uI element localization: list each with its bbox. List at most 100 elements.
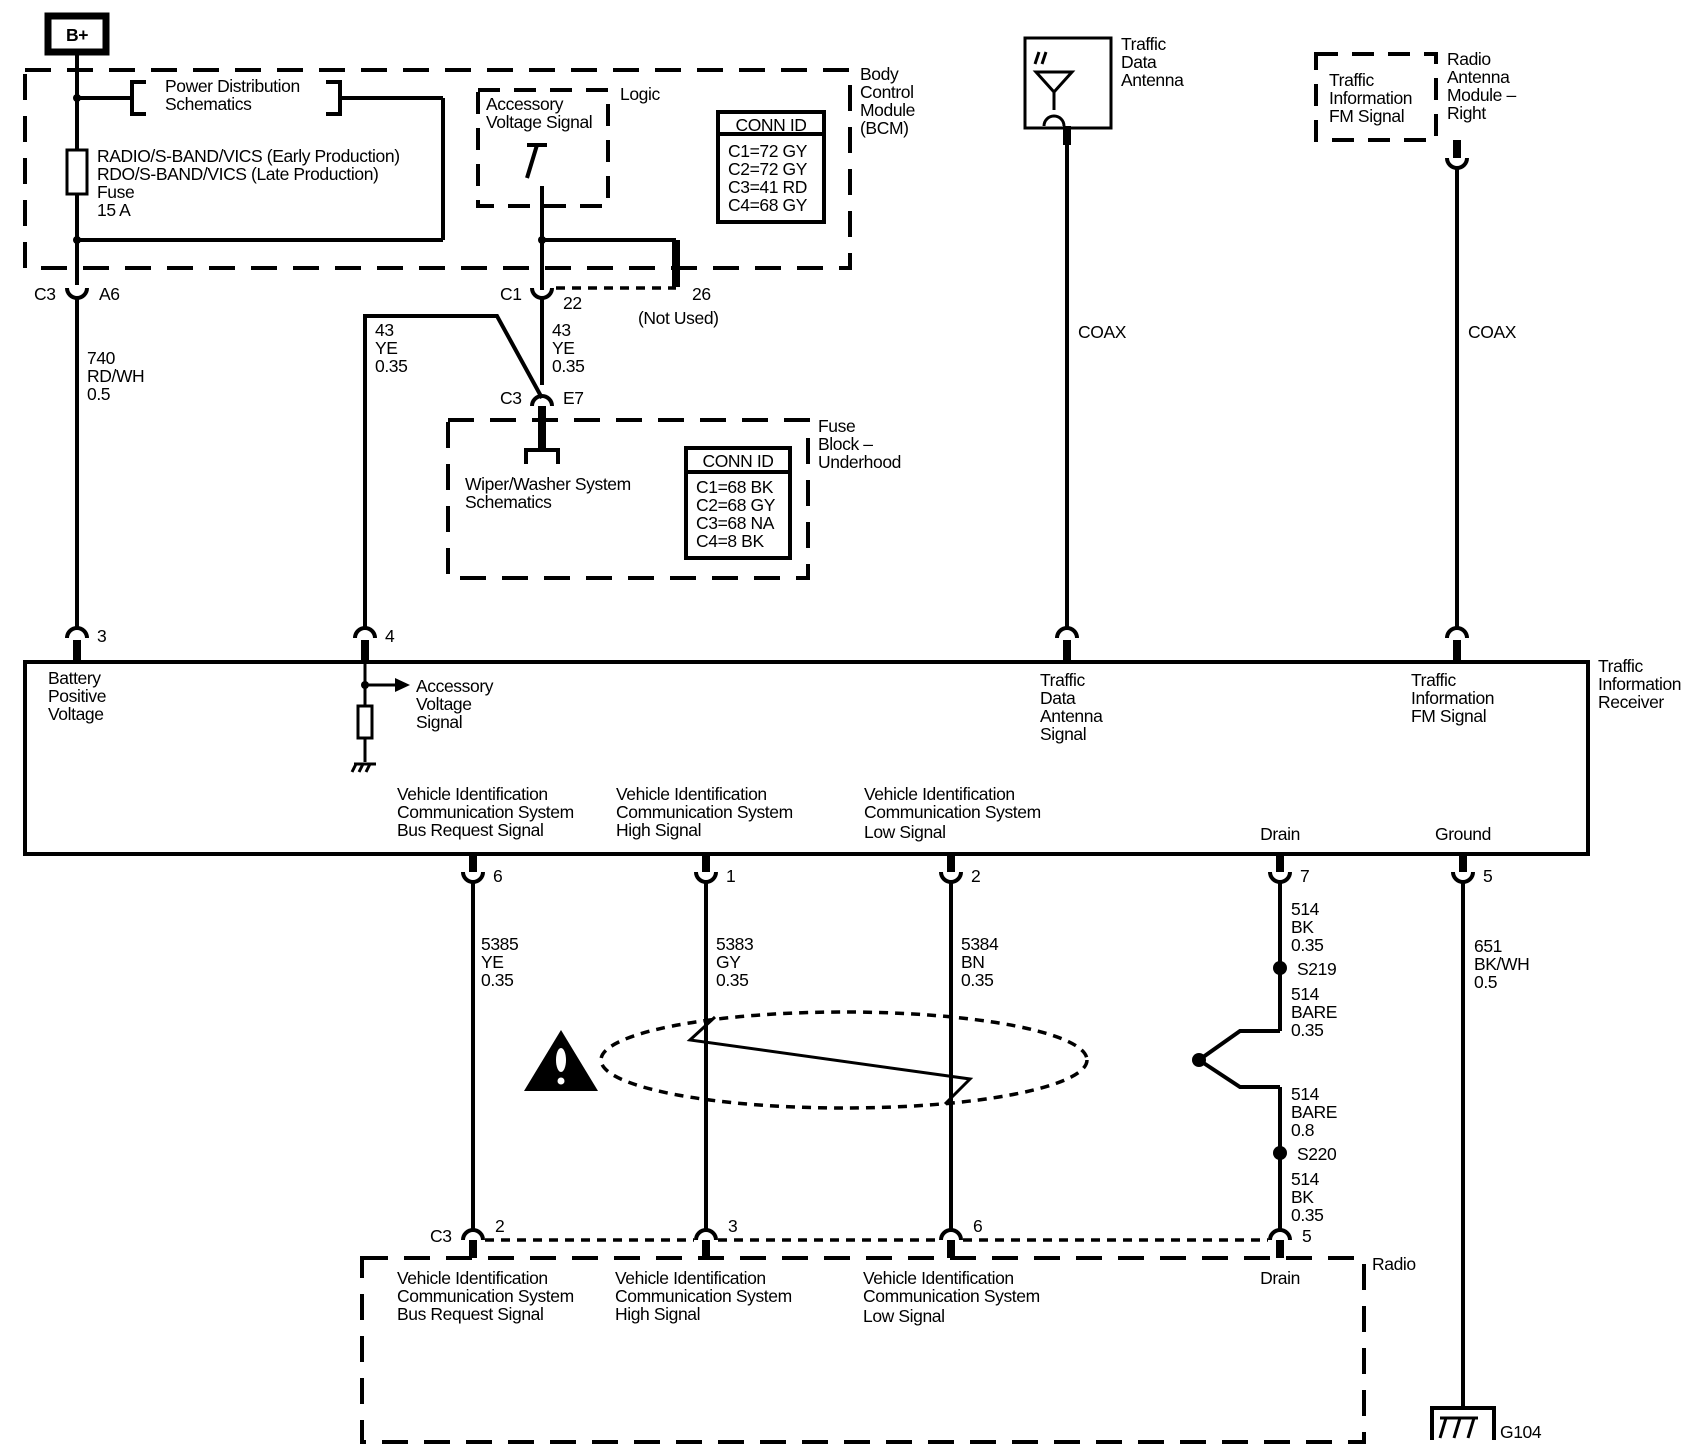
svg-text:E7: E7 (563, 388, 584, 408)
svg-text:Fuse: Fuse (97, 182, 134, 202)
wire-label-high: 5383 GY 0.35 (716, 934, 754, 990)
traffic-data-antenna: Traffic Data Antenna (1023, 34, 1184, 130)
svg-text:(Not Used): (Not Used) (638, 308, 719, 328)
wire-label-drain-bare-top: 514 BARE 0.35 (1291, 984, 1337, 1040)
svg-text:43: 43 (552, 320, 571, 340)
svg-text:C1: C1 (500, 284, 522, 304)
svg-text:514: 514 (1291, 1084, 1320, 1104)
svg-text:Underhood: Underhood (818, 452, 901, 472)
svg-text:High Signal: High Signal (615, 1304, 700, 1324)
svg-text:Data: Data (1121, 52, 1157, 72)
connector-c3-e7-icon (530, 394, 554, 407)
svg-text:Vehicle Identification: Vehicle Identification (397, 784, 548, 804)
svg-text:BK/WH: BK/WH (1474, 954, 1529, 974)
wire-label-battery: 740 RD/WH 0.5 (87, 348, 145, 404)
logic-label: Logic (620, 84, 660, 104)
svg-text:1: 1 (726, 866, 735, 886)
svg-text:Power Distribution[interactable]: Power Distribution (165, 76, 300, 96)
fuse-icon (65, 148, 89, 196)
radio-pin-label-drain: Drain (1260, 1268, 1300, 1288)
svg-text:High Signal: High Signal (616, 820, 701, 840)
svg-text:Traffic: Traffic (1598, 656, 1643, 676)
svg-text:Schematics[interactable]: Schematics (165, 94, 252, 114)
wire-label-accessory-left: 43 YE 0.35 (375, 320, 408, 376)
ground-g104-icon (1430, 1406, 1496, 1440)
svg-text:Module –: Module – (1447, 85, 1516, 105)
svg-text:YE: YE (375, 338, 398, 358)
svg-text:RD/WH: RD/WH (87, 366, 144, 386)
wire-label-bus-request: 5385 YE 0.35 (481, 934, 519, 990)
svg-text:Vehicle Identification: Vehicle Identification (863, 1268, 1014, 1288)
svg-text:FM Signal: FM Signal (1411, 706, 1486, 726)
fuse-label: RADIO/S-BAND/VICS (Early Production) RDO… (97, 146, 400, 220)
svg-text:5385: 5385 (481, 934, 518, 954)
svg-text:5384: 5384 (961, 934, 999, 954)
svg-text:CONN ID: CONN ID (735, 115, 806, 135)
svg-text:7: 7 (1300, 866, 1309, 886)
svg-text:C2=72 GY: C2=72 GY (728, 159, 808, 179)
svg-text:Antenna: Antenna (1040, 706, 1103, 726)
svg-text:0.35: 0.35 (716, 970, 748, 990)
svg-text:2: 2 (971, 866, 980, 886)
svg-text:Information: Information (1598, 674, 1681, 694)
fuse-block-label: Fuse Block – Underhood (818, 416, 901, 472)
radio-antenna-module-right: Traffic Information FM Signal Radio Ante… (1314, 49, 1517, 142)
svg-text:A6: A6 (99, 284, 120, 304)
svg-text:RADIO/S-BAND/VICS (Early Produ: RADIO/S-BAND/VICS (Early Production) (97, 146, 400, 166)
svg-text:Positive: Positive (48, 686, 106, 706)
radio-pin-label-bus-request: Vehicle Identification Communication Sys… (397, 1268, 574, 1324)
svg-text:0.35: 0.35 (961, 970, 993, 990)
svg-text:Traffic: Traffic (1329, 70, 1374, 90)
antenna-icon (1032, 70, 1076, 110)
svg-text:S220: S220 (1297, 1144, 1337, 1164)
splice-s219 (1273, 961, 1287, 975)
svg-text:Communication System: Communication System (863, 1286, 1040, 1306)
svg-text:6: 6 (973, 1216, 982, 1236)
svg-text:BN: BN (961, 952, 985, 972)
svg-text:YE: YE (481, 952, 504, 972)
svg-text:5383: 5383 (716, 934, 753, 954)
power-distribution-link[interactable]: Power Distribution Schematics (165, 76, 300, 114)
svg-text:Wiper/Washer System[interactable]: Wiper/Washer System (465, 474, 631, 494)
svg-text:Communication System: Communication System (397, 1286, 574, 1306)
bcm-conn-id-table: CONN ID C1=72 GY C2=72 GY C3=41 RD C4=68… (716, 110, 826, 224)
svg-text:43: 43 (375, 320, 394, 340)
svg-text:(BCM): (BCM) (860, 118, 909, 138)
svg-text:Voltage Signal: Voltage Signal (486, 112, 592, 132)
receiver-pin-label-traffic-data: Traffic Data Antenna Signal (1040, 670, 1103, 744)
svg-text:CONN ID: CONN ID (702, 451, 773, 471)
svg-text:740: 740 (87, 348, 116, 368)
radio-connectors: C3 2 3 6 5 (430, 1216, 1312, 1258)
receiver-pin-label-bus-request: Vehicle Identification Communication Sys… (397, 784, 574, 840)
svg-text:5: 5 (1483, 866, 1492, 886)
ground-label: G104 (1500, 1422, 1542, 1442)
svg-text:Bus Request Signal: Bus Request Signal (397, 1304, 544, 1324)
svg-text:Bus Request Signal: Bus Request Signal (397, 820, 544, 840)
wiper-washer-link[interactable]: Wiper/Washer System Schematics (465, 474, 631, 512)
receiver-label: Traffic Information Receiver (1598, 656, 1682, 712)
svg-text:0.35: 0.35 (1291, 1205, 1323, 1225)
svg-text:Right: Right (1447, 103, 1486, 123)
svg-text:C3: C3 (500, 388, 522, 408)
receiver-pin-label-accessory: Accessory Voltage Signal (416, 676, 494, 732)
warning-icon (524, 1030, 598, 1091)
wire-label-accessory-right: 43 YE 0.35 (552, 320, 585, 376)
svg-text:Communication System: Communication System (616, 802, 793, 822)
logic-box (476, 88, 610, 208)
receiver-pin-label-drain: Drain (1260, 824, 1300, 844)
svg-text:Voltage: Voltage (48, 704, 104, 724)
svg-text:0.5: 0.5 (87, 384, 110, 404)
svg-text:Voltage: Voltage (416, 694, 472, 714)
svg-text:GY: GY (716, 952, 741, 972)
svg-text:Signal: Signal (416, 712, 462, 732)
twisted-pair-icon (686, 1015, 974, 1106)
splice-s220 (1273, 1146, 1287, 1160)
receiver-pin-label-battery: Battery Positive Voltage (48, 668, 106, 724)
wire-label-ground: 651 BK/WH 0.5 (1474, 936, 1530, 992)
svg-text:BARE: BARE (1291, 1102, 1337, 1122)
svg-text:Antenna: Antenna (1121, 70, 1184, 90)
svg-text:514: 514 (1291, 984, 1320, 1004)
svg-text:Module: Module (860, 100, 915, 120)
svg-text:Schematics[interactable]: Schematics (465, 492, 552, 512)
svg-text:0.35: 0.35 (552, 356, 584, 376)
